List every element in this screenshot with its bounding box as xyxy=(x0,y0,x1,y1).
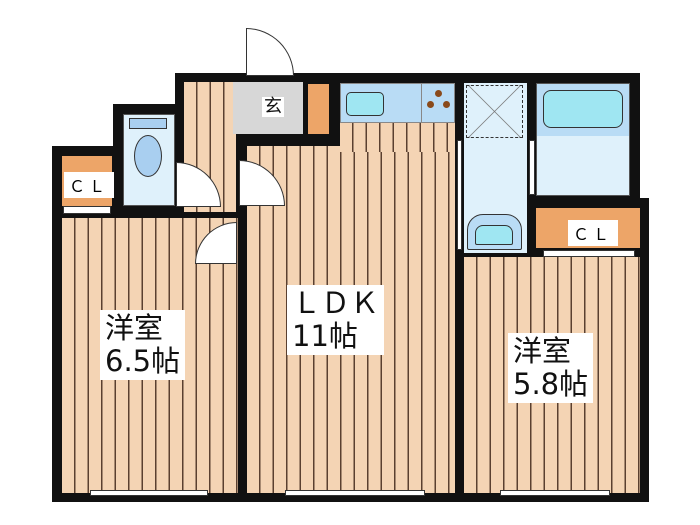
window-ldk[interactable] xyxy=(285,490,425,496)
entrance-label: 玄 xyxy=(262,96,284,117)
left-room-label: 洋室 6.5帖 xyxy=(100,310,186,380)
window-right-room[interactable] xyxy=(500,490,610,496)
ldk-label: ＬＤＫ 11帖 xyxy=(287,285,385,355)
washroom-sliding-door[interactable] xyxy=(457,140,462,250)
left-room-name: 洋室 xyxy=(105,311,164,345)
stove-icon xyxy=(421,84,454,122)
window-left-room[interactable] xyxy=(90,490,208,496)
bathroom-door[interactable] xyxy=(529,140,535,195)
ldk-name: ＬＤＫ xyxy=(292,286,380,320)
closet-left-label: ＣＬ xyxy=(64,172,115,198)
ldk-kitchen-floor xyxy=(340,122,455,152)
right-room-name: 洋室 xyxy=(513,334,572,368)
closet-left-door[interactable] xyxy=(63,206,111,214)
sink-icon xyxy=(346,92,384,116)
bathtub-icon xyxy=(537,84,629,136)
washbasin-icon xyxy=(467,214,522,250)
toilet-tank-icon xyxy=(129,118,167,129)
closet-right-door[interactable] xyxy=(543,250,635,257)
shoe-cabinet[interactable] xyxy=(308,84,329,134)
right-room-label: 洋室 5.8帖 xyxy=(508,333,594,403)
right-room-size: 5.8帖 xyxy=(513,367,589,401)
washer-space-icon xyxy=(466,85,523,138)
front-door[interactable] xyxy=(246,28,294,76)
toilet-bowl-icon xyxy=(134,135,162,177)
ldk-size: 11帖 xyxy=(292,319,358,353)
left-room-size: 6.5帖 xyxy=(105,344,181,378)
closet-right-label: ＣＬ xyxy=(568,220,619,246)
